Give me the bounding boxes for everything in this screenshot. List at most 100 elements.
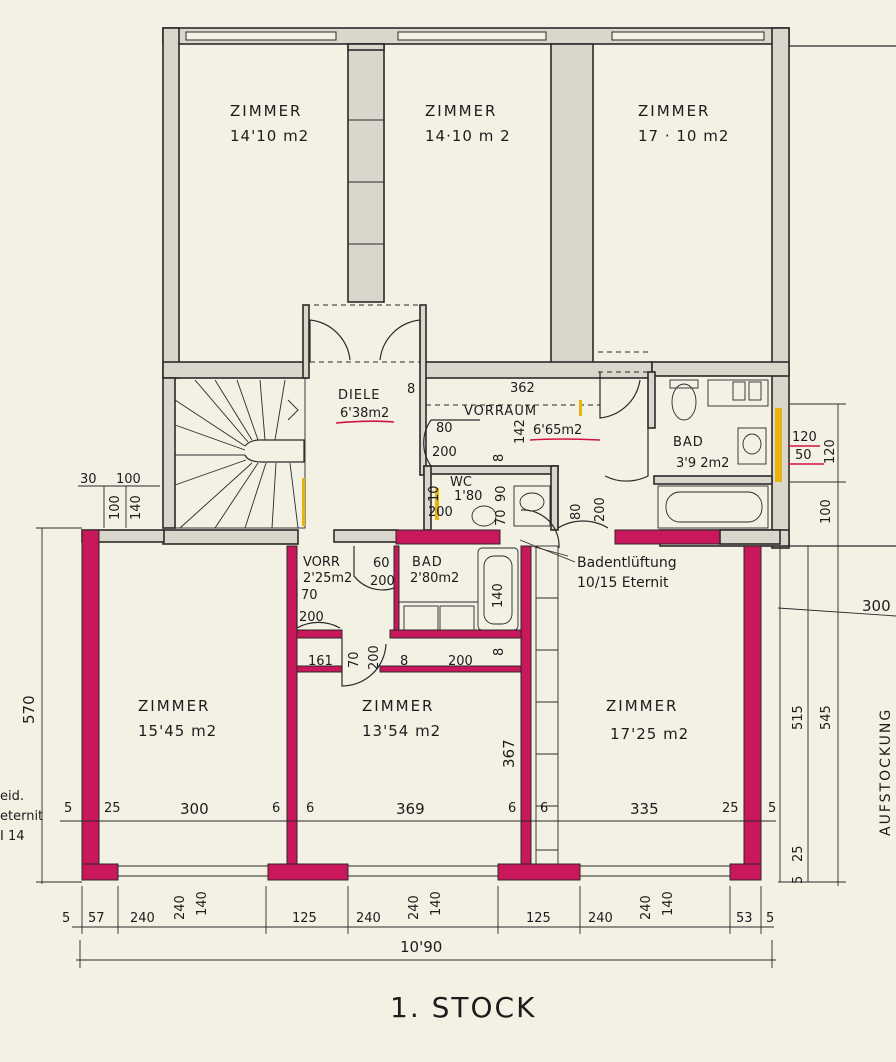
label-vorr60: 60 <box>373 556 390 571</box>
label-wc10: 10 <box>427 485 442 502</box>
badentlueftung-line1: Badentlüftung <box>577 555 677 571</box>
dim-mid-2: 300 <box>180 800 209 818</box>
room-name-diele: DIELE <box>338 388 381 403</box>
room-name-bad-lower: BAD <box>412 555 443 570</box>
dimension-lines: 570 515 545 100 25 5 300 367 5 25 300 6 … <box>20 403 896 968</box>
dim-mid-0: 5 <box>64 801 72 816</box>
dim-total: 10'90 <box>400 938 442 956</box>
label-d200c: 200 <box>448 654 473 669</box>
room-area-bad-upper: 3'9 2m2 <box>676 456 729 471</box>
label-vorraum-362: 362 <box>510 381 535 396</box>
diele-area-underline <box>335 420 395 424</box>
dim-mid-7: 6 <box>540 801 548 816</box>
room-name-upper-right: ZIMMER <box>638 102 710 120</box>
upper-walls <box>162 27 790 549</box>
dim-300-top: 300 <box>862 597 891 615</box>
upper-door-swings <box>309 319 649 530</box>
label-stair100v: 100 <box>108 495 123 520</box>
dim-bottom-14: 5 <box>766 911 774 926</box>
left-cut-3: I 14 <box>0 829 25 844</box>
room-name-upper-mid: ZIMMER <box>425 102 497 120</box>
dim-bottom-11: 240 <box>639 895 654 920</box>
room-area-upper-right: 17 · 10 m2 <box>638 127 729 145</box>
dim-bottom-4: 140 <box>195 891 210 916</box>
dim-545: 545 <box>819 705 834 730</box>
lower-door-swings <box>296 509 569 687</box>
left-cut-2: eternit <box>0 809 43 824</box>
room-area-vorraum: 6'65m2 <box>533 423 582 438</box>
room-name-vorr-lower: VORR <box>303 555 340 570</box>
room-name-upper-left: ZIMMER <box>230 102 302 120</box>
room-name-wc: WC <box>450 475 472 490</box>
label-wc90: 90 <box>494 485 509 502</box>
room-area-lower-left: 15'45 m2 <box>138 722 217 740</box>
label-d70: 70 <box>347 651 362 668</box>
dim-bottom-10: 240 <box>588 911 613 926</box>
label-d8b: 8 <box>492 648 507 656</box>
room-labels: ZIMMER 14'10 m2 ZIMMER 14·10 m 2 ZIMMER … <box>138 102 729 743</box>
room-area-vorr-lower: 2'25m2 <box>303 571 352 586</box>
label-v8: 8 <box>492 454 507 462</box>
dim-bottom-2: 240 <box>130 911 155 926</box>
label-v142: 142 <box>513 419 528 444</box>
room-area-upper-mid: 14·10 m 2 <box>425 127 511 145</box>
label-d8: 8 <box>400 654 408 669</box>
dim-515: 515 <box>791 705 806 730</box>
label-bad120a: 120 <box>792 430 817 445</box>
label-bad120b: 120 <box>823 439 838 464</box>
label-w70: 70 <box>301 588 318 603</box>
room-name-lower-right: ZIMMER <box>606 697 678 715</box>
dim-bottom-1: 57 <box>88 911 105 926</box>
dim-bottom-5: 125 <box>292 911 317 926</box>
left-cut-1: eid. <box>0 789 24 804</box>
lower-walls <box>81 529 781 881</box>
label-w200: 200 <box>299 610 324 625</box>
room-name-bad-upper: BAD <box>673 435 704 450</box>
upper-windows <box>185 31 765 41</box>
dim-mid-9: 25 <box>722 801 739 816</box>
room-area-wc: 1'80 <box>454 489 482 504</box>
room-area-diele: 6'38m2 <box>340 406 389 421</box>
vorraum-area-underline <box>529 438 601 441</box>
label-d200: 200 <box>432 445 457 460</box>
aufstockung-label: AUFSTOCKUNG <box>878 708 894 836</box>
dim-mid-10: 5 <box>768 801 776 816</box>
staircase <box>174 377 306 529</box>
dim-bottom-7: 240 <box>407 895 422 920</box>
label-d200b: 200 <box>367 645 382 670</box>
label-d80: 80 <box>436 421 453 436</box>
dim-bottom-13: 53 <box>736 911 753 926</box>
dim-bottom-0: 5 <box>62 911 70 926</box>
label-vorr200: 200 <box>370 574 395 589</box>
label-stair140v: 140 <box>129 495 144 520</box>
room-name-lower-left: ZIMMER <box>138 697 210 715</box>
dim-5-right: 5 <box>791 876 806 884</box>
room-area-lower-right: 17'25 m2 <box>610 725 689 743</box>
dim-bottom-8: 140 <box>429 891 444 916</box>
shaft-blocks <box>347 43 385 245</box>
dim-mid-4: 6 <box>306 801 314 816</box>
bath-fixtures-lower <box>399 547 519 631</box>
label-b140: 140 <box>491 583 506 608</box>
dim-100-right: 100 <box>819 499 834 524</box>
dim-25-right: 25 <box>791 845 806 862</box>
room-area-bad-lower: 2'80m2 <box>410 571 459 586</box>
dim-bottom-3: 240 <box>173 895 188 920</box>
dim-mid-8: 335 <box>630 800 659 818</box>
dim-bottom-6: 240 <box>356 911 381 926</box>
label-bad50: 50 <box>795 448 812 463</box>
room-area-lower-mid: 13'54 m2 <box>362 722 441 740</box>
label-d161: 161 <box>308 654 333 669</box>
badentlueftung-line2: 10/15 Eternit <box>577 575 669 591</box>
label-stair30: 30 <box>80 472 97 487</box>
label-diele-8: 8 <box>407 382 415 397</box>
room-name-vorraum: VORRAUM <box>464 404 537 419</box>
label-stair100: 100 <box>116 472 141 487</box>
dim-mid-3: 6 <box>272 801 280 816</box>
page-title: 1. STOCK <box>390 991 536 1024</box>
dim-570: 570 <box>20 695 38 724</box>
lower-shaft <box>535 545 559 865</box>
room-area-upper-left: 14'10 m2 <box>230 127 309 145</box>
label-bad200: 200 <box>593 497 608 522</box>
